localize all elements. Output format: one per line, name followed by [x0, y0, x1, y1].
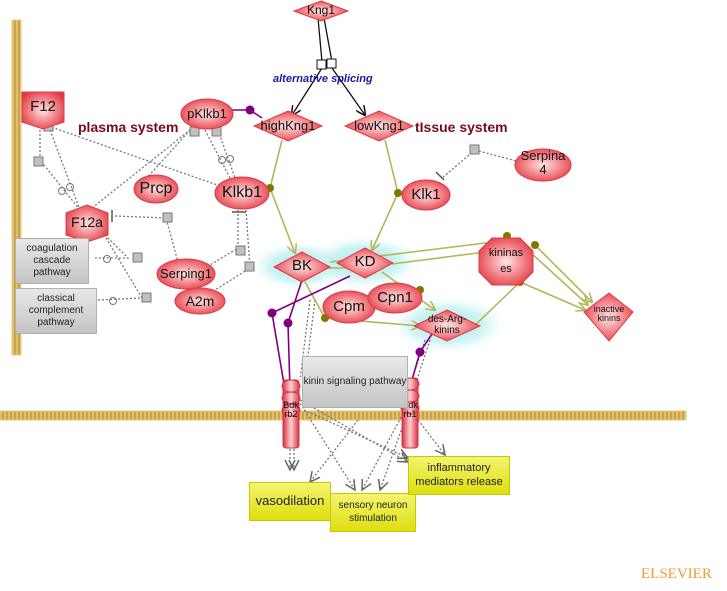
splicing-edges	[292, 17, 365, 115]
splicing-process-nodes	[316, 58, 337, 70]
edge-f12-klkb1	[47, 125, 227, 189]
inactive-kinins-node[interactable]	[583, 292, 634, 342]
binding-dots	[245, 105, 425, 357]
kininases-node[interactable]	[478, 237, 534, 286]
klkb1-node[interactable]	[214, 176, 270, 210]
bdkrb2-receptor[interactable]	[281, 379, 301, 449]
desarg-kinins-node[interactable]	[412, 309, 482, 342]
kinin-signaling-pathway[interactable]: kinin signaling pathway	[302, 356, 408, 408]
serpina4-node[interactable]	[514, 148, 572, 182]
vasodilation-outcome[interactable]: vasodilation	[249, 482, 331, 521]
pklkb1-node[interactable]	[180, 98, 234, 130]
activation-edges	[269, 139, 592, 330]
bk-node[interactable]	[272, 251, 332, 283]
klk1-node[interactable]	[401, 179, 451, 211]
tissue-system-label: tIssue system	[415, 119, 508, 135]
prcp-node[interactable]	[133, 174, 179, 204]
a2m-node[interactable]	[174, 287, 226, 315]
plasma-membrane	[0, 410, 687, 421]
kng1-node[interactable]	[292, 0, 350, 22]
serping1-node[interactable]	[156, 258, 216, 290]
plasma-system-label: plasma system	[78, 119, 179, 135]
classical-complement-pathway[interactable]: classical complement pathway	[15, 288, 97, 334]
sensory-neuron-stimulation-outcome[interactable]: sensory neuron stimulation	[330, 493, 416, 532]
f12-node[interactable]	[21, 91, 65, 130]
inhibition-bars	[111, 171, 445, 222]
coagulation-cascade-pathway[interactable]: coagulation cascade pathway	[15, 238, 89, 284]
publisher-logo: ELSEVIER	[641, 566, 712, 582]
vertical-membrane	[11, 19, 22, 356]
cpn1-node[interactable]	[367, 282, 423, 314]
edge-highkng1-bk	[269, 139, 295, 253]
alternative-splicing-label: alternative splicing	[273, 73, 373, 85]
edge-lowkng1-kd	[372, 139, 399, 250]
lowkng1-node[interactable]	[343, 110, 415, 142]
stimulation-marks	[58, 155, 234, 305]
inflammatory-mediators-release-outcome[interactable]: inflammatory mediators release	[408, 456, 510, 495]
highkng1-node[interactable]	[252, 110, 324, 142]
kd-node[interactable]	[335, 247, 395, 279]
f12a-node[interactable]	[65, 204, 109, 243]
cpm-node[interactable]	[322, 290, 376, 324]
